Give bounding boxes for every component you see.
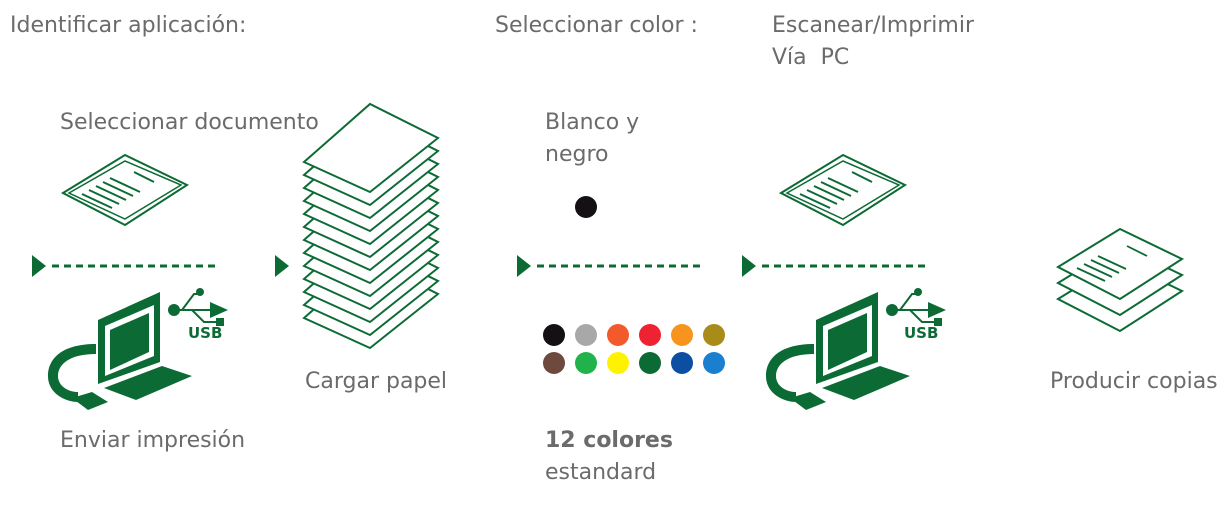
color-dot bbox=[575, 324, 597, 346]
label-bw-1: Blanco y bbox=[545, 110, 640, 135]
color-dot bbox=[671, 324, 693, 346]
color-dot bbox=[639, 324, 661, 346]
color-dot bbox=[543, 324, 565, 346]
palette-row-1 bbox=[543, 324, 725, 346]
dashed-arrow-1 bbox=[32, 255, 218, 277]
scan-document-icon bbox=[778, 153, 908, 227]
heading-select-color: Seleccionar color : bbox=[495, 13, 698, 38]
usb-label-2: USB bbox=[904, 324, 939, 342]
palette-row-2 bbox=[543, 352, 725, 374]
label-select-document: Seleccionar documento bbox=[60, 110, 319, 135]
dashed-arrow-3 bbox=[742, 255, 928, 277]
bw-color-dot bbox=[575, 196, 597, 218]
label-produce-copies: Producir copias bbox=[1050, 369, 1218, 394]
heading-identify: Identificar aplicación: bbox=[10, 13, 247, 38]
label-colors-count: 12 colores bbox=[545, 428, 673, 453]
color-dot bbox=[703, 352, 725, 374]
heading-scan-print-1: Escanear/Imprimir bbox=[772, 13, 974, 38]
paper-sheet bbox=[302, 102, 440, 194]
arrow-to-paper bbox=[275, 255, 289, 277]
color-dot bbox=[703, 324, 725, 346]
laptop-usb-icon bbox=[48, 288, 228, 410]
heading-scan-print-2: Vía PC bbox=[772, 45, 850, 70]
color-dot bbox=[671, 352, 693, 374]
dashed-arrow-2 bbox=[517, 255, 703, 277]
label-load-paper: Cargar papel bbox=[305, 369, 448, 394]
document-icon bbox=[60, 153, 190, 227]
color-dot bbox=[607, 324, 629, 346]
color-dot bbox=[607, 352, 629, 374]
color-dot bbox=[575, 352, 597, 374]
label-send-print: Enviar impresión bbox=[60, 428, 246, 453]
color-dot bbox=[543, 352, 565, 374]
usb-label-1: USB bbox=[188, 324, 223, 342]
label-bw-2: negro bbox=[545, 142, 609, 167]
color-dot bbox=[639, 352, 661, 374]
paper-stack-icon bbox=[302, 102, 440, 350]
label-colors-standard: estandard bbox=[545, 460, 657, 485]
copies-stack-icon bbox=[1055, 227, 1185, 333]
laptop-usb-icon-2 bbox=[766, 288, 946, 410]
